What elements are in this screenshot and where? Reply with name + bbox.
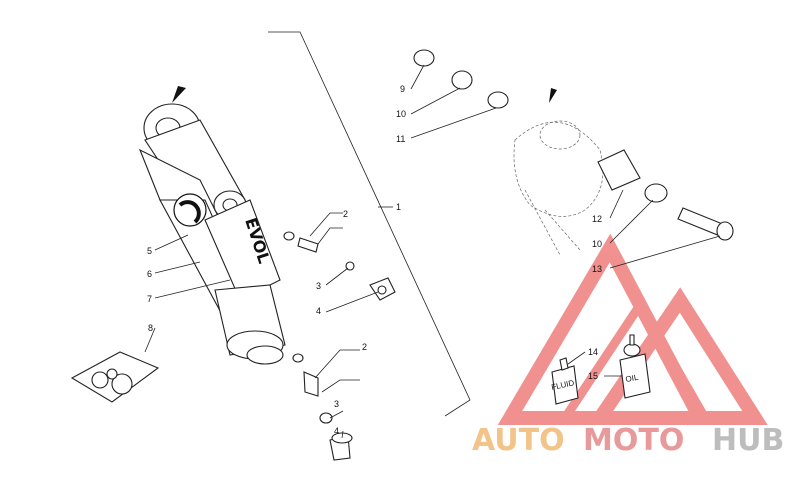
upper-hardware xyxy=(283,231,396,301)
leader-lines xyxy=(144,64,721,439)
callout-3b: 3 xyxy=(334,399,339,409)
arrow-icon xyxy=(172,86,186,103)
watermark-hub: HUB xyxy=(712,423,784,458)
callout-1: 1 xyxy=(396,202,401,212)
oil-bottle: OIL xyxy=(619,334,651,399)
assembly-bracket xyxy=(268,31,471,417)
watermark-auto: AUTO xyxy=(472,423,565,458)
watermark-moto: MOTO xyxy=(583,423,684,458)
callout-12: 12 xyxy=(592,214,602,224)
callout-2b: 2 xyxy=(362,342,367,352)
callout-6: 6 xyxy=(147,269,152,279)
ghost-mount xyxy=(513,120,604,256)
callout-3a: 3 xyxy=(316,281,321,291)
watermark-text: AUTO MOTO HUB xyxy=(472,423,784,458)
bushing-parts xyxy=(413,49,734,241)
callouts: 1 2 2 3 3 4 4 5 6 7 8 9 10 10 11 12 13 1… xyxy=(147,84,602,436)
callout-5: 5 xyxy=(147,246,152,256)
shock-absorber: EVOL xyxy=(138,103,286,365)
arrow-icon xyxy=(549,88,557,103)
callout-10a: 10 xyxy=(396,109,406,119)
callout-4b: 4 xyxy=(334,426,339,436)
callout-4a: 4 xyxy=(316,306,321,316)
callout-7: 7 xyxy=(147,294,152,304)
fluid-bottle: FLUID xyxy=(551,357,579,405)
decal-sheet xyxy=(70,351,160,403)
oil-label: OIL xyxy=(625,373,640,384)
callout-13: 13 xyxy=(592,264,602,274)
callout-14: 14 xyxy=(588,347,598,357)
callout-2a: 2 xyxy=(343,209,348,219)
callout-11: 11 xyxy=(396,134,405,144)
callout-9: 9 xyxy=(400,84,405,94)
lower-hardware xyxy=(292,353,353,461)
callout-10b: 10 xyxy=(592,239,602,249)
callout-15: 15 xyxy=(588,371,598,381)
callout-8: 8 xyxy=(148,323,153,333)
